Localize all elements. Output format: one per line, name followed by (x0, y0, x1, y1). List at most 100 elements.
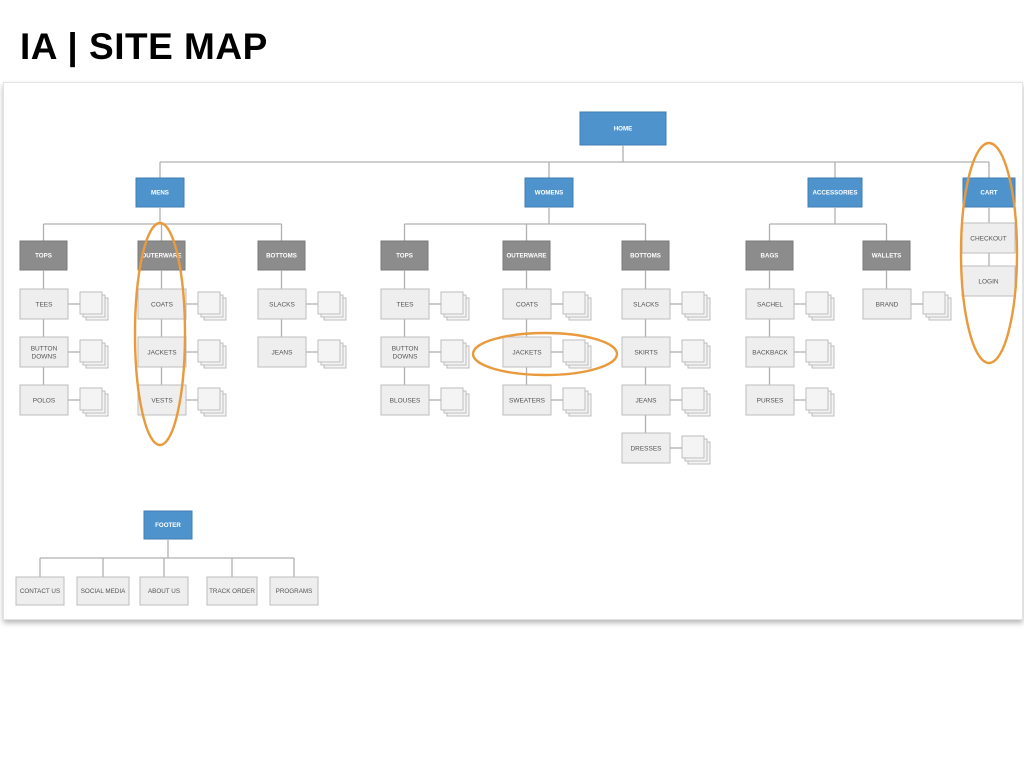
node-label: OUTERWARE (506, 253, 546, 260)
page-stack-sheet (197, 339, 221, 363)
node-label: WOMENS (535, 190, 564, 197)
leaf-node (502, 336, 552, 368)
node-label: SWEATERS (509, 397, 546, 404)
node-label: BOTTOMS (630, 253, 661, 260)
node-label: POLOS (33, 397, 56, 404)
footer-link-node (15, 576, 65, 606)
leaf-node (621, 288, 671, 320)
page-stack-sheet (197, 387, 221, 411)
leaf-node (380, 336, 430, 368)
page-stack-sheet (681, 435, 705, 459)
footer-link-node (206, 576, 258, 606)
node-label: TEES (397, 301, 415, 308)
page-stack-sheet (562, 387, 586, 411)
node-label: ACCESSORIES (812, 190, 857, 197)
section-node (135, 177, 185, 208)
node-label: SKIRTS (634, 349, 658, 356)
group-node (380, 240, 429, 271)
node-label: BOTTOMS (266, 253, 297, 260)
node-label: BRAND (876, 301, 899, 308)
page-stack-sheet (805, 387, 829, 411)
page-stack-sheet (562, 339, 586, 363)
group-node (257, 240, 306, 271)
node-label: MENS (151, 190, 169, 197)
page-stack-sheet (440, 339, 464, 363)
section-node (143, 510, 193, 540)
page-stack-sheet (79, 339, 103, 363)
leaf-node (19, 384, 69, 416)
page-stack-sheet (805, 291, 829, 315)
node-label: SLACKS (269, 301, 295, 308)
node-label: WALLETS (872, 253, 902, 260)
node-label: PURSES (757, 397, 784, 404)
footer-link-node (269, 576, 319, 606)
group-node (502, 240, 551, 271)
footer-link-label: PROGRAMS (276, 588, 313, 595)
node-label: TEES (36, 301, 54, 308)
section-node (962, 177, 1016, 208)
page-stack-sheet (681, 291, 705, 315)
page-stack-sheet (317, 291, 341, 315)
node-label: CHECKOUT (970, 235, 1007, 242)
leaf-node (745, 288, 795, 320)
leaf-node (257, 288, 307, 320)
group-node (862, 240, 911, 271)
highlight-womens-jackets (471, 331, 619, 377)
node-label: SACHEL (757, 301, 783, 308)
node-label: SLACKS (633, 301, 659, 308)
section-node (807, 177, 863, 208)
node-label: JACKETS (512, 349, 542, 356)
node-label: LOGIN (978, 278, 999, 285)
leaf-node (745, 336, 795, 368)
footer-link-label: SOCIAL MEDIA (81, 588, 126, 595)
node-label: BAGS (761, 253, 779, 260)
node-label: VESTS (151, 397, 173, 404)
leaf-node (961, 222, 1016, 254)
page-stack-sheet (805, 339, 829, 363)
leaf-node (137, 288, 187, 320)
node-label: BLOUSES (390, 397, 421, 404)
node-label: TOPS (396, 253, 413, 260)
node-label: OUTERWARE (141, 253, 181, 260)
node-label: COATS (516, 301, 539, 308)
leaf-node (621, 432, 671, 464)
group-node (621, 240, 670, 271)
slide-title: IA | SITE MAP (20, 26, 268, 67)
node-label: DRESSES (630, 445, 662, 452)
page-stack-sheet (197, 291, 221, 315)
node-label: COATS (151, 301, 174, 308)
section-node (579, 111, 667, 146)
leaf-node (257, 336, 307, 368)
leaf-node (502, 288, 552, 320)
page-stack-sheet (79, 387, 103, 411)
node-label: JEANS (272, 349, 294, 356)
page-stack-sheet (440, 387, 464, 411)
footer-link-node (139, 576, 189, 606)
page-stack-sheet (562, 291, 586, 315)
highlight-mens-outerware (133, 221, 187, 447)
group-node (745, 240, 794, 271)
leaf-node (862, 288, 912, 320)
node-label: BACKBACK (752, 349, 788, 356)
footer-link-label: ABOUT US (148, 588, 180, 595)
group-node (19, 240, 68, 271)
leaf-node (745, 384, 795, 416)
page-stack-sheet (440, 291, 464, 315)
footer-link-label: CONTACT US (20, 588, 60, 595)
leaf-node (621, 384, 671, 416)
page-stack-sheet (317, 339, 341, 363)
node-label: TOPS (35, 253, 52, 260)
footer-link-label: TRACK ORDER (209, 588, 255, 595)
page-stack-sheet (922, 291, 946, 315)
page-stack-sheet (681, 387, 705, 411)
node-label: JACKETS (147, 349, 177, 356)
footer-link-node (76, 576, 130, 606)
leaf-node (19, 288, 69, 320)
page-stack-sheet (79, 291, 103, 315)
page-stack-sheet (681, 339, 705, 363)
node-label: JEANS (636, 397, 658, 404)
